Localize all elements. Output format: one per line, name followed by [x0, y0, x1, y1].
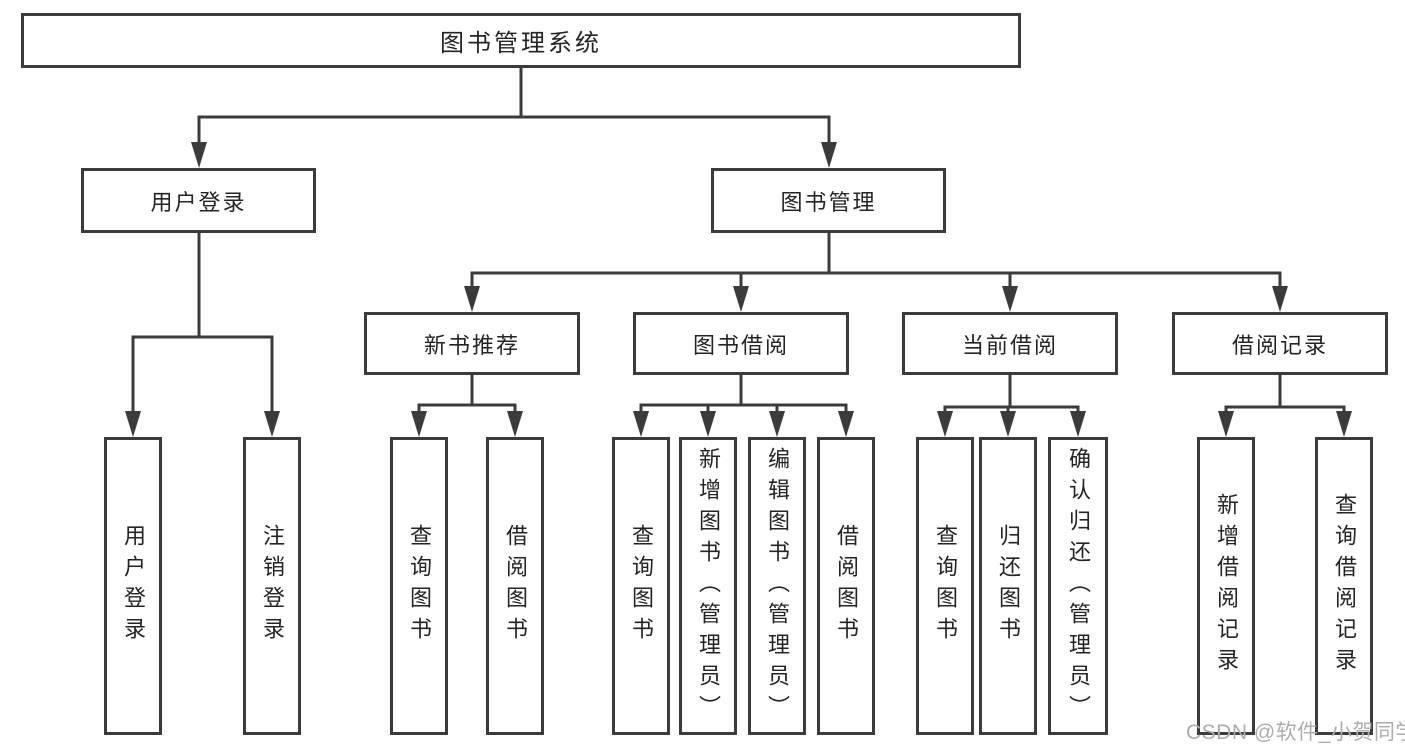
leaf-label: 查询借阅记录: [1332, 493, 1357, 679]
leaf-label: 查询图书: [629, 524, 654, 648]
leaf-label: 借阅图书: [503, 524, 528, 648]
node-label: 借阅记录: [1231, 332, 1328, 358]
leaf-label: 借阅图书: [834, 524, 859, 648]
leaf-query-books-recommend: 查询图书: [390, 437, 448, 735]
leaf-query-books-borrow: 查询图书: [612, 437, 670, 735]
node-label: 新书推荐: [423, 332, 520, 358]
node-library-management-system: 图书管理系统: [21, 13, 1021, 68]
edges-book-borrow-children: [633, 375, 854, 437]
node-book-management: 图书管理: [711, 168, 946, 233]
edges-borrow-records-children: [1218, 375, 1352, 437]
leaf-logout: 注销登录: [243, 437, 301, 735]
node-borrowing-records: 借阅记录: [1172, 312, 1388, 375]
node-label: 图书借阅: [692, 332, 789, 358]
leaf-label: 新增借阅记录: [1214, 493, 1239, 679]
leaf-label: 新增图书（管理员）: [696, 446, 721, 726]
edges-book-management-children: [464, 233, 1288, 312]
leaf-label: 注销登录: [260, 524, 285, 648]
edges-current-borrow-children: [937, 375, 1086, 437]
leaf-confirm-return-admin: 确认归还（管理员）: [1048, 437, 1108, 735]
leaf-label: 编辑图书（管理员）: [765, 446, 790, 726]
leaf-label: 查询图书: [933, 524, 958, 648]
leaf-label: 归还图书: [996, 524, 1021, 648]
node-new-book-recommendation: 新书推荐: [364, 312, 580, 375]
leaf-user-login: 用户登录: [104, 437, 162, 735]
leaf-label: 确认归还（管理员）: [1066, 446, 1091, 726]
node-current-borrowing: 当前借阅: [902, 312, 1118, 375]
leaf-borrow-books-recommend: 借阅图书: [486, 437, 544, 735]
node-book-borrowing: 图书借阅: [633, 312, 849, 375]
leaf-add-book-admin: 新增图书（管理员）: [679, 437, 737, 735]
leaf-add-borrow-record: 新增借阅记录: [1197, 437, 1255, 735]
leaf-query-books-current: 查询图书: [916, 437, 974, 735]
node-label: 图书管理: [780, 189, 877, 215]
edges-root-to-level2: [191, 68, 837, 168]
edges-user-login-children: [125, 233, 280, 437]
edges-new-book-children: [411, 375, 523, 437]
leaf-query-borrow-record: 查询借阅记录: [1315, 437, 1373, 735]
leaf-label: 用户登录: [121, 524, 146, 648]
leaf-edit-book-admin: 编辑图书（管理员）: [748, 437, 806, 735]
node-label: 用户登录: [150, 189, 247, 215]
node-user-login: 用户登录: [81, 168, 316, 233]
node-label: 当前借阅: [961, 332, 1058, 358]
leaf-return-book: 归还图书: [979, 437, 1037, 735]
leaf-borrow-books: 借阅图书: [817, 437, 875, 735]
node-label: 图书管理系统: [440, 30, 602, 57]
leaf-label: 查询图书: [407, 524, 432, 648]
csdn-watermark: CSDN @软件_小贺同学: [1186, 721, 1405, 744]
